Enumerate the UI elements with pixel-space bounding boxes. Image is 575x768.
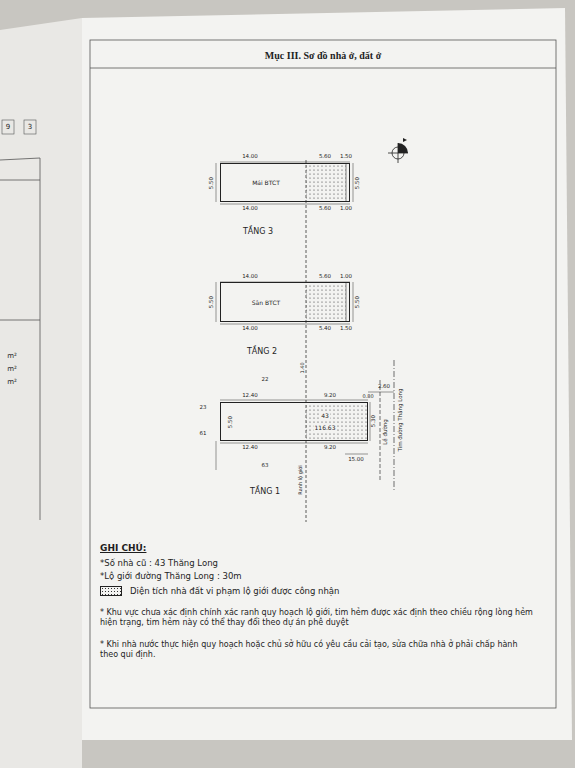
- floor-outline: Sân BTCT: [220, 282, 350, 322]
- dimension-label: 5.50: [355, 296, 361, 308]
- dimension-label: 2.60: [378, 384, 390, 390]
- dimension-label: 15.00: [348, 457, 364, 463]
- room-label: Mái BTCT: [251, 180, 281, 186]
- dimension-label: TẦNG 1: [250, 488, 280, 496]
- room-label: Sân BTCT: [251, 300, 281, 306]
- dimension-label: m²: [7, 379, 17, 386]
- dimension-label: 63: [262, 463, 269, 469]
- note-text: *Số nhà cũ : 43 Thăng Long: [100, 558, 218, 569]
- page-title: Mục III. Sơ đồ nhà ở, đất ở: [265, 50, 381, 61]
- dimension-label: 0.80: [362, 394, 373, 399]
- room-label: 116.63: [314, 425, 337, 431]
- dimension-label: 12.40: [242, 393, 258, 399]
- dimension-label: 5.60: [319, 274, 331, 280]
- dimension-label: 14.00: [242, 206, 258, 212]
- dimension-label: 9.20: [324, 445, 336, 451]
- legend-text: Diện tích nhà đất vi phạm lộ giới được c…: [130, 587, 339, 596]
- dimension-label: Lề đường: [383, 419, 389, 445]
- dimension-label: 5.50: [355, 177, 361, 189]
- dimension-label: 5.50: [209, 177, 215, 189]
- dimension-label: 12.40: [242, 445, 258, 451]
- dimension-label: 5.50: [209, 296, 215, 308]
- dimension-label: 1.40: [300, 362, 305, 373]
- dimension-label: m²: [7, 366, 17, 373]
- note-text: *Lộ giới đường Thăng Long : 30m: [100, 571, 242, 582]
- dimension-label: Tim đường Thăng Long: [398, 388, 404, 451]
- note-text: * Khu vực chưa xác định chính xác ranh q…: [100, 608, 540, 629]
- dimension-label: m²: [7, 353, 17, 360]
- floor-outline: Mái BTCT: [220, 163, 350, 202]
- note-text: GHI CHÚ:: [100, 543, 146, 555]
- dimension-label: TẦNG 3: [243, 228, 273, 236]
- dimension-label: TẦNG 2: [247, 348, 277, 356]
- dimension-label: Ranh lộ giới: [298, 465, 303, 494]
- dimension-label: 5.30: [371, 415, 377, 427]
- room-label: 43: [320, 413, 330, 419]
- dimension-label: 3: [28, 124, 32, 131]
- dimension-label: 22: [262, 377, 269, 383]
- dimension-label: 23: [200, 405, 207, 411]
- dimension-label: 9.20: [324, 393, 336, 399]
- dimension-label: 5.60: [319, 154, 331, 160]
- dimension-label: 14.00: [242, 274, 258, 280]
- dimension-label: 14.00: [242, 326, 258, 332]
- legend-swatch: [100, 586, 122, 596]
- floor-outline: 43 116.63: [220, 402, 368, 441]
- dimension-label: 5.50: [228, 416, 234, 428]
- dimension-label: 1.00: [340, 206, 352, 212]
- dimension-label: 5.60: [319, 206, 331, 212]
- dimension-label: 14.00: [242, 154, 258, 160]
- dimension-label: 1.50: [340, 326, 352, 332]
- dimension-label: 1.50: [340, 154, 352, 160]
- dimension-label: 61: [200, 431, 207, 437]
- dimension-label: 9: [6, 124, 10, 131]
- note-text: * Khi nhà nước thực hiện quy hoạch hoặc …: [100, 640, 520, 661]
- dimension-label: 1.00: [340, 274, 352, 280]
- dimension-label: 5.40: [319, 326, 331, 332]
